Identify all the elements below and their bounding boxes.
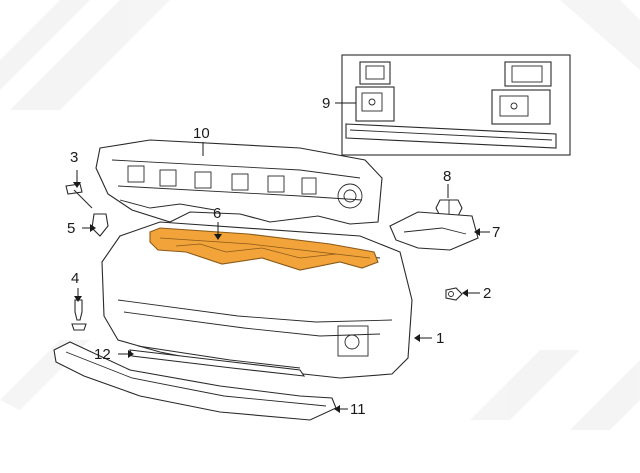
callout-5: 5: [67, 220, 75, 237]
callout-6: 6: [213, 205, 221, 222]
part-2-fastener: [445, 287, 463, 301]
callout-10: 10: [193, 125, 210, 142]
part-7-bracket: [389, 211, 479, 251]
callout-3: 3: [70, 149, 78, 166]
part-10-absorber: [95, 139, 383, 225]
callout-9: 9: [322, 95, 330, 112]
callout-8: 8: [443, 168, 451, 185]
inset-bracket-tl: [359, 61, 391, 85]
callout-7: 7: [492, 224, 500, 241]
inset-bracket-mr: [491, 89, 551, 125]
leader-lines: [73, 102, 490, 413]
part-5-clip: [91, 213, 109, 237]
callout-labels: 1 2 3 4 5 6 7 8 9 10 11 12: [67, 95, 500, 418]
inset-beam: [345, 123, 557, 149]
callout-11: 11: [350, 401, 366, 418]
part-6-reinforcement: [149, 227, 379, 271]
fog-lamp-opening: [337, 325, 369, 357]
callout-4: 4: [71, 270, 79, 287]
part-3-bolt: [65, 183, 93, 209]
callout-1: 1: [436, 330, 444, 347]
part-9-inset: [341, 54, 571, 156]
callout-12: 12: [94, 346, 111, 363]
part-4-screw: [71, 299, 87, 331]
callout-2: 2: [483, 285, 491, 302]
part-12-insert: [129, 349, 306, 377]
